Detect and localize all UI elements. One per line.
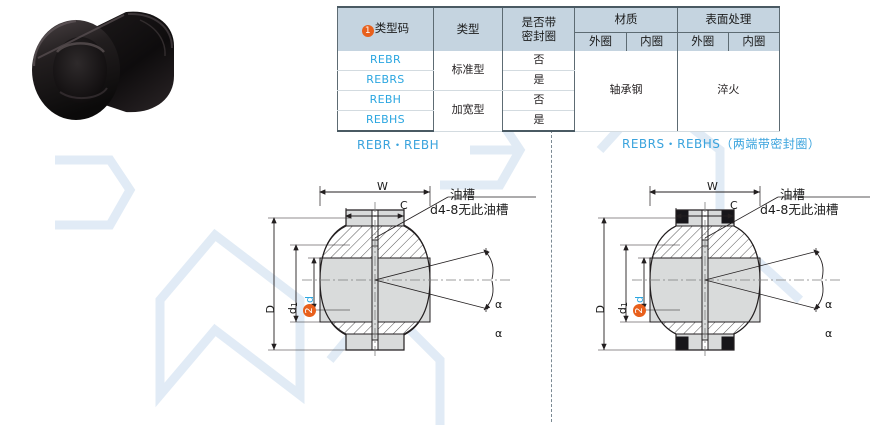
label-oil-groove-left: 油槽 — [450, 187, 476, 202]
label-w-left: W — [377, 180, 388, 193]
seal-block — [675, 209, 689, 224]
cell-surface: 淬火 — [676, 51, 781, 132]
th-sealed-line2: 密封圈 — [521, 28, 557, 43]
label-alpha-upper-right: α — [825, 298, 833, 311]
label-alpha-upper-left: α — [495, 298, 503, 311]
th-sealed-line1: 是否带 — [521, 15, 557, 30]
label-oil-groove-note-right: d4-8无此油槽 — [760, 202, 839, 217]
cell-seal: 是 — [502, 70, 576, 91]
th-material-inner: 内圈 — [625, 32, 678, 51]
seal-block — [675, 336, 689, 351]
label-d-outer-right: D — [594, 305, 607, 314]
th-sealed: 是否带 密封圈 — [502, 6, 576, 51]
th-type: 类型 — [432, 6, 504, 51]
label-d1-right: d1 — [616, 302, 629, 315]
badge-2-left: 2 — [303, 303, 316, 317]
cell-code: REBR — [337, 51, 434, 71]
drawing-rebrs-rebhs — [598, 186, 870, 358]
table-row: REBRS 是 — [337, 70, 780, 91]
table-row: REBR 标准型 否 轴承钢 淬火 — [337, 51, 781, 132]
vertical-divider — [551, 130, 552, 422]
label-d1-left: d1 — [286, 302, 299, 315]
label-c-right: C — [730, 199, 738, 212]
th-material: 材质 — [574, 6, 678, 33]
diagram-title-left: REBR・REBH — [357, 138, 440, 152]
th-surface-outer: 外圈 — [676, 32, 729, 51]
cell-code: REBRS — [337, 70, 434, 91]
th-type-code-label: 类型码 — [374, 21, 410, 35]
th-surface-inner: 内圈 — [727, 32, 781, 51]
label-c-left: C — [400, 199, 408, 212]
badge-2-right: 2 — [633, 303, 646, 317]
cell-material: 轴承钢 — [574, 51, 678, 132]
product-photo — [8, 4, 184, 128]
cell-type: 标准型 — [432, 51, 504, 91]
cell-seal: 否 — [502, 51, 576, 71]
label-d-outer-left: D — [264, 305, 277, 314]
label-alpha-lower-left: α — [495, 327, 503, 340]
label-w-right: W — [707, 180, 718, 193]
table-row: REBH 加宽型 否 — [337, 90, 780, 132]
badge-1: 1 — [361, 25, 374, 37]
cell-seal: 否 — [502, 90, 576, 111]
cell-code: REBH — [337, 90, 434, 111]
drawing-rebr-rebh — [268, 186, 536, 358]
label-oil-groove-note-left: d4-8无此油槽 — [430, 202, 509, 217]
cell-code: REBHS — [337, 110, 434, 132]
cell-type: 加宽型 — [432, 90, 504, 132]
label-d2-left: d 2 — [303, 296, 316, 317]
seal-block — [721, 336, 735, 351]
th-material-outer: 外圈 — [574, 32, 627, 51]
label-alpha-lower-right: α — [825, 327, 833, 340]
cell-seal: 是 — [502, 110, 576, 132]
th-surface: 表面处理 — [676, 6, 781, 33]
label-oil-groove-right: 油槽 — [780, 187, 806, 202]
label-d2-right: d 2 — [633, 296, 646, 317]
